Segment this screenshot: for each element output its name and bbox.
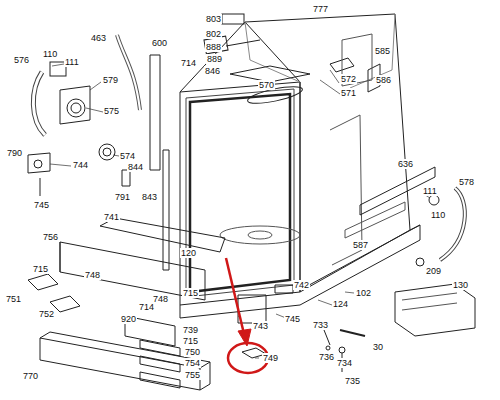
tub [180,14,420,318]
callout-number: 575 [103,106,120,116]
callout-number: 576 [13,55,30,65]
callout-number: 463 [90,33,107,43]
callout-number: 736 [318,352,335,362]
callout-number: 745 [284,314,301,324]
callout-number: 30 [372,342,384,352]
callout-number: 585 [374,46,391,56]
callout-number: 802 [205,29,222,39]
callout-number: 752 [38,309,55,319]
callout-number: 920 [120,314,137,324]
callout-number: 791 [114,192,131,202]
callout-number: 748 [84,270,101,280]
callout-number: 754 [184,358,201,368]
callout-number: 578 [458,177,475,187]
callout-number: 735 [344,376,361,386]
callout-number: 587 [352,240,369,250]
callout-number: 111 [422,186,438,196]
callout-number: 570 [258,80,275,90]
highlight-arrow [226,258,244,334]
callout-number: 743 [252,321,269,331]
callout-number: 750 [184,347,201,357]
callout-number: 889 [206,54,223,64]
callout-number: 790 [6,148,23,158]
callout-number: 130 [452,280,469,290]
leader-lines [50,19,430,358]
callout-number: 102 [355,288,372,298]
callout-number: 843 [141,192,158,202]
callout-number: 844 [127,162,144,172]
callout-number: 888 [205,42,222,52]
callout-number: 636 [397,159,414,169]
callout-number: 733 [312,320,329,330]
callout-number: 742 [293,280,310,290]
callout-number: 574 [119,151,136,161]
callout-number: 751 [5,294,22,304]
callout-number: 846 [204,66,221,76]
callout-number: 734 [336,358,353,368]
callout-number: 749 [262,353,279,363]
callout-number: 714 [180,58,197,68]
callout-number: 579 [102,75,119,85]
callout-number: 586 [375,75,392,85]
callout-number: 715 [182,336,199,346]
callout-number: 715 [182,288,199,298]
callout-number: 741 [103,212,120,222]
callout-number: 110 [430,210,446,220]
callout-number: 110 [42,49,58,59]
callout-number: 209 [425,266,442,276]
callout-number: 756 [42,232,59,242]
callout-number: 739 [182,325,199,335]
callout-number: 111 [64,57,80,67]
callout-number: 744 [72,160,89,170]
callout-number: 715 [32,264,49,274]
callout-number: 745 [33,200,50,210]
callout-number: 770 [22,371,39,381]
callout-number: 120 [180,248,197,258]
callout-number: 600 [151,38,168,48]
callout-number: 755 [184,370,201,380]
callout-number: 572 [340,74,357,84]
callout-number: 571 [340,88,357,98]
callout-number: 777 [312,4,329,14]
callout-number: 124 [332,299,349,309]
callout-number: 714 [138,302,155,312]
callout-number: 803 [205,14,222,24]
